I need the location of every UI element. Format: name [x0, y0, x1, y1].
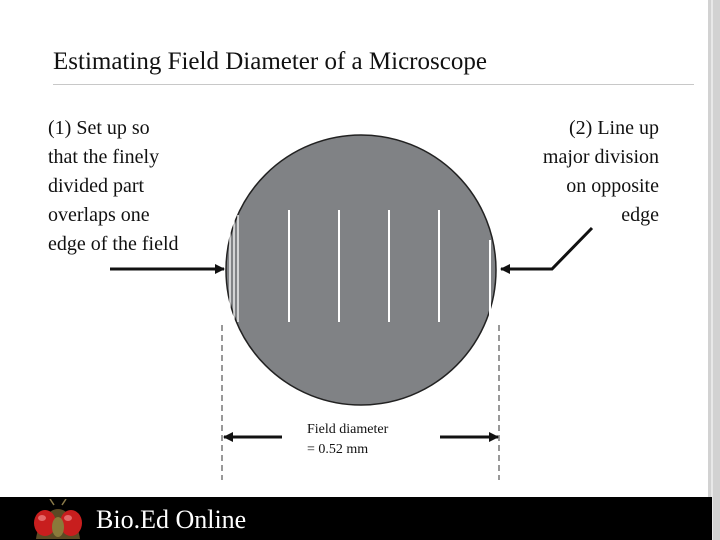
step2-line: on opposite: [566, 175, 659, 197]
border-stripe: [711, 0, 713, 540]
field-diameter-caption: Field diameter = 0.52 mm: [307, 420, 388, 460]
caption-line: = 0.52 mm: [307, 442, 369, 457]
step1-line: divided part: [48, 175, 145, 197]
slide-right-border: [708, 0, 720, 540]
step1-line: overlaps one: [48, 204, 150, 226]
fine-scale-lines: [229, 215, 239, 322]
step2-line: (2) Line up: [569, 117, 659, 139]
major-division-lines: [288, 210, 491, 322]
step2-pointer-arrow: [500, 226, 594, 274]
microscope-field: [225, 134, 497, 406]
footer-bar: Bio.Ed Online: [0, 497, 712, 540]
step2-line: major division: [542, 146, 659, 168]
fly-head-icon: [34, 499, 82, 539]
step1-note: (1) Set up so that the finely divided pa…: [48, 114, 228, 259]
step1-line: that the finely: [48, 146, 160, 168]
step2-line: edge: [621, 204, 659, 226]
step1-line: (1) Set up so: [48, 117, 150, 139]
brand-name: Bio.Ed Online: [96, 505, 247, 534]
step1-line: edge of the field: [48, 233, 179, 255]
title-divider: [53, 84, 694, 85]
slide-title: Estimating Field Diameter of a Microscop…: [53, 48, 487, 75]
step2-note: (2) Line up major division on opposite e…: [484, 114, 659, 230]
caption-line: Field diameter: [307, 422, 389, 437]
